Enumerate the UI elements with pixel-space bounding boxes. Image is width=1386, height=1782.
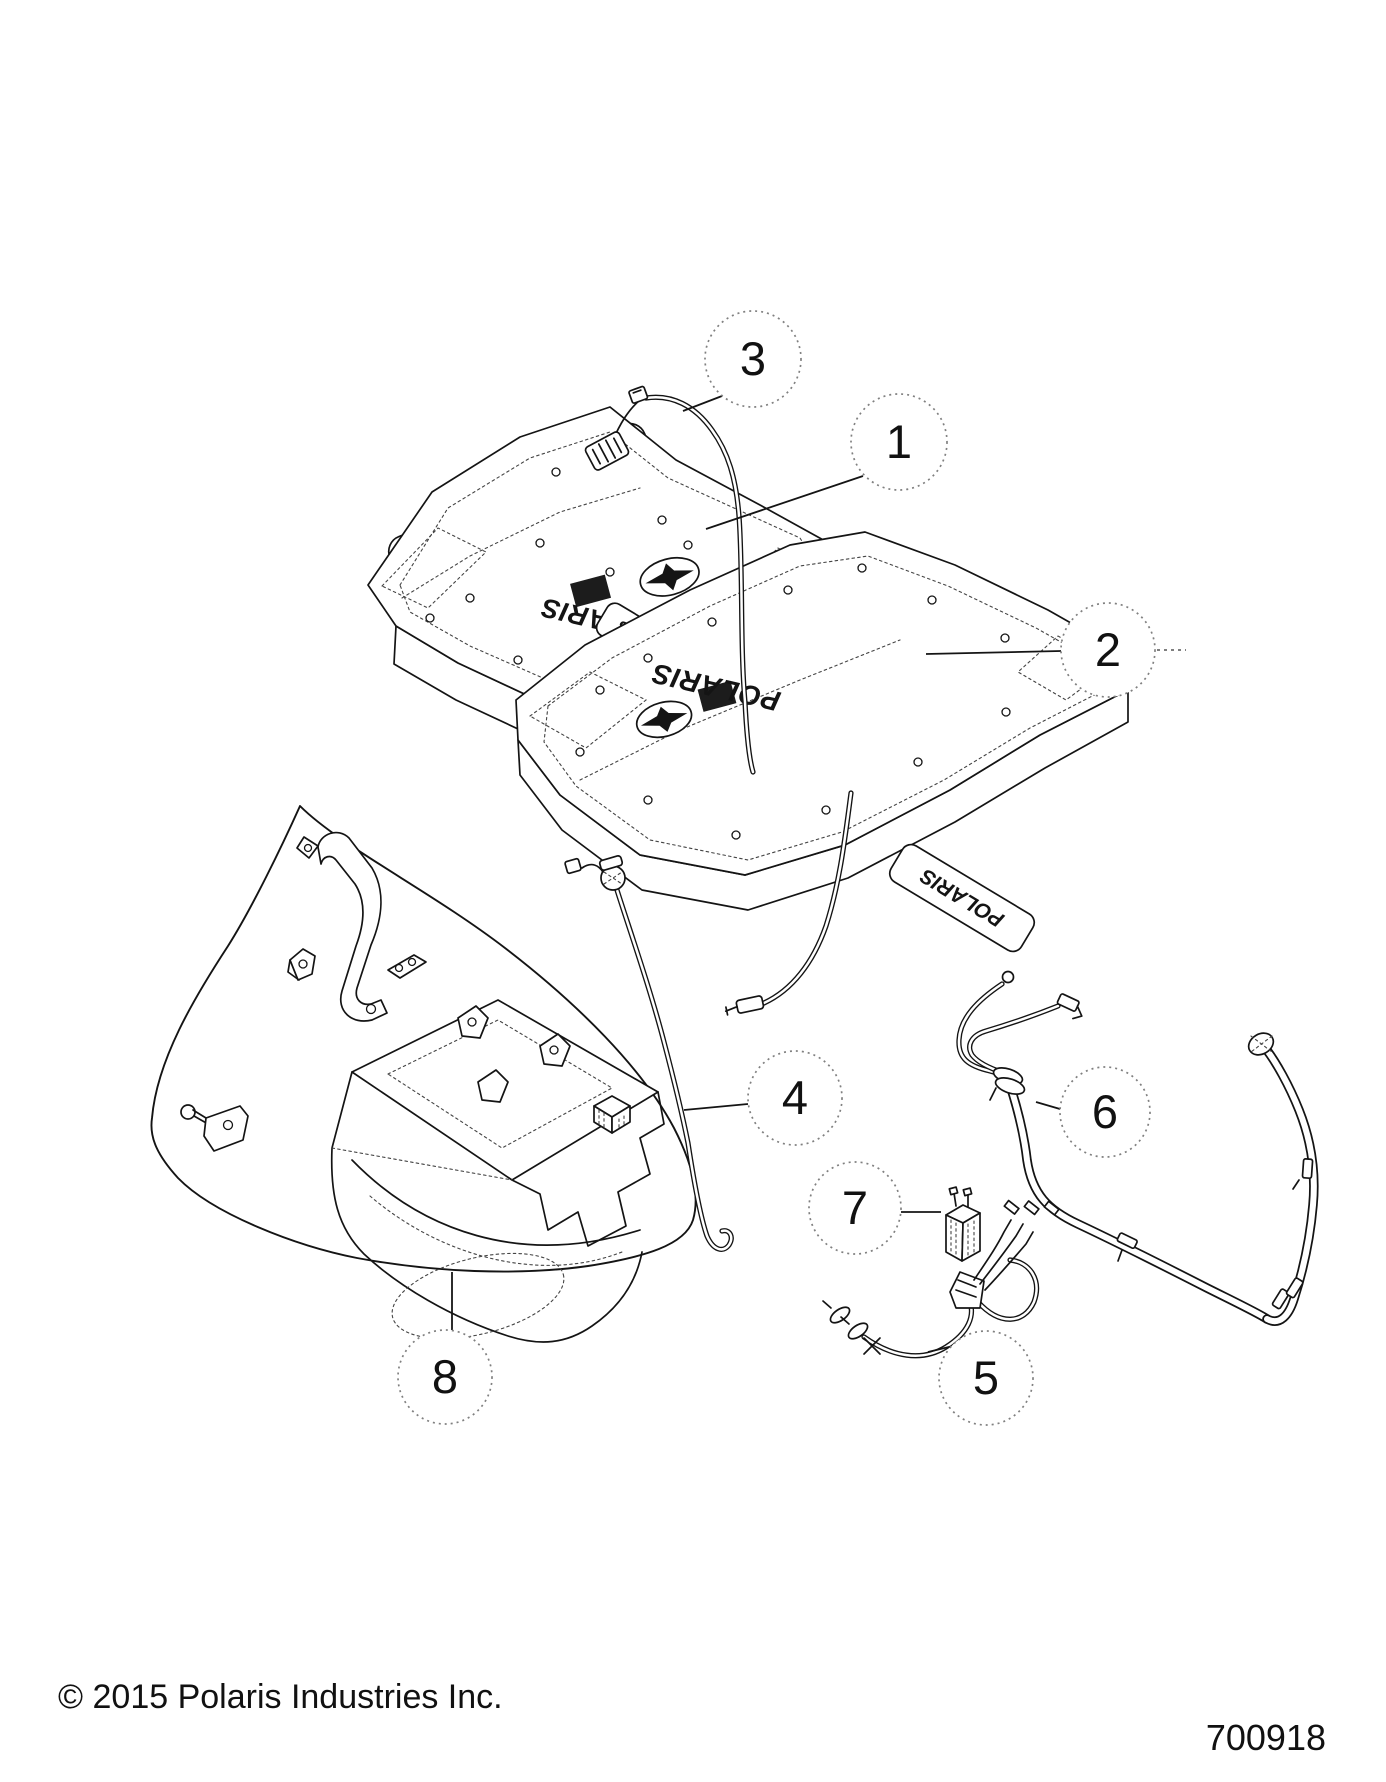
pod1-logo <box>570 556 700 608</box>
callout-3[interactable]: 3 <box>682 310 802 412</box>
callout-5[interactable]: 5 <box>927 1330 1034 1426</box>
callout-number: 5 <box>973 1351 999 1404</box>
callouts-layer: 1 2 3 4 5 6 7 8 <box>397 310 1186 1426</box>
harness3-connector <box>584 431 630 471</box>
callout-circle[interactable] <box>1060 602 1156 698</box>
pod-jumper-harness-3 <box>584 385 756 775</box>
pod2-logo <box>635 680 737 739</box>
harness5-connector <box>949 1271 985 1309</box>
callout-4[interactable]: 4 <box>683 1050 843 1146</box>
speaker-pod-2: POLARIS POLARIS <box>515 531 1129 1016</box>
callout-circle[interactable] <box>704 310 802 408</box>
callout-number: 8 <box>432 1350 458 1403</box>
callout-leader-line <box>705 475 864 530</box>
antenna-wire-4 <box>564 855 734 1252</box>
callout-leader-line <box>682 395 723 412</box>
roof-panel-outline <box>150 805 697 1273</box>
callout-7[interactable]: 7 <box>808 1161 941 1255</box>
copyright-text: © 2015 Polaris Industries Inc. <box>58 1678 503 1716</box>
subwoofer-enclosure <box>330 999 665 1343</box>
callout-circle[interactable] <box>850 393 948 491</box>
bolt-bracket <box>180 1104 249 1152</box>
callout-number: 3 <box>740 332 766 385</box>
callout-6[interactable]: 6 <box>1035 1066 1151 1158</box>
part-number: 700918 <box>1206 1717 1326 1758</box>
callout-number: 7 <box>842 1181 868 1234</box>
callout-number: 4 <box>782 1071 808 1124</box>
callout-8[interactable]: 8 <box>397 1272 493 1425</box>
callout-circle[interactable] <box>1059 1066 1151 1158</box>
callout-number: 6 <box>1092 1085 1118 1138</box>
flat-plate-bracket <box>387 954 427 979</box>
pod2-screws <box>575 563 1080 840</box>
callout-leader-line <box>1035 1101 1061 1110</box>
main-harness-6 <box>956 970 1319 1326</box>
callout-circle[interactable] <box>938 1330 1034 1426</box>
pod2-rub-bar: POLARIS <box>888 843 1036 953</box>
circuit-breaker-7 <box>945 1186 981 1262</box>
callout-1[interactable]: 1 <box>705 393 948 530</box>
callout-circle[interactable] <box>397 1329 493 1425</box>
callout-circle[interactable] <box>747 1050 843 1146</box>
callout-2[interactable]: 2 <box>925 602 1186 698</box>
callout-circle[interactable] <box>808 1161 902 1255</box>
callout-leader-line <box>683 1103 749 1111</box>
harness6-elbow-terminal <box>1247 1032 1275 1056</box>
enclosure-relay-block <box>593 1095 631 1134</box>
callout-number: 1 <box>886 415 912 468</box>
mounting-brackets <box>180 831 427 1152</box>
strap-bracket <box>317 831 388 1022</box>
antenna-plug <box>564 855 626 891</box>
pod2-speaker-wire <box>724 790 854 1016</box>
callout-leader-line <box>927 1345 954 1353</box>
callout-leader-line <box>925 650 1062 655</box>
callout-number: 2 <box>1095 623 1121 676</box>
